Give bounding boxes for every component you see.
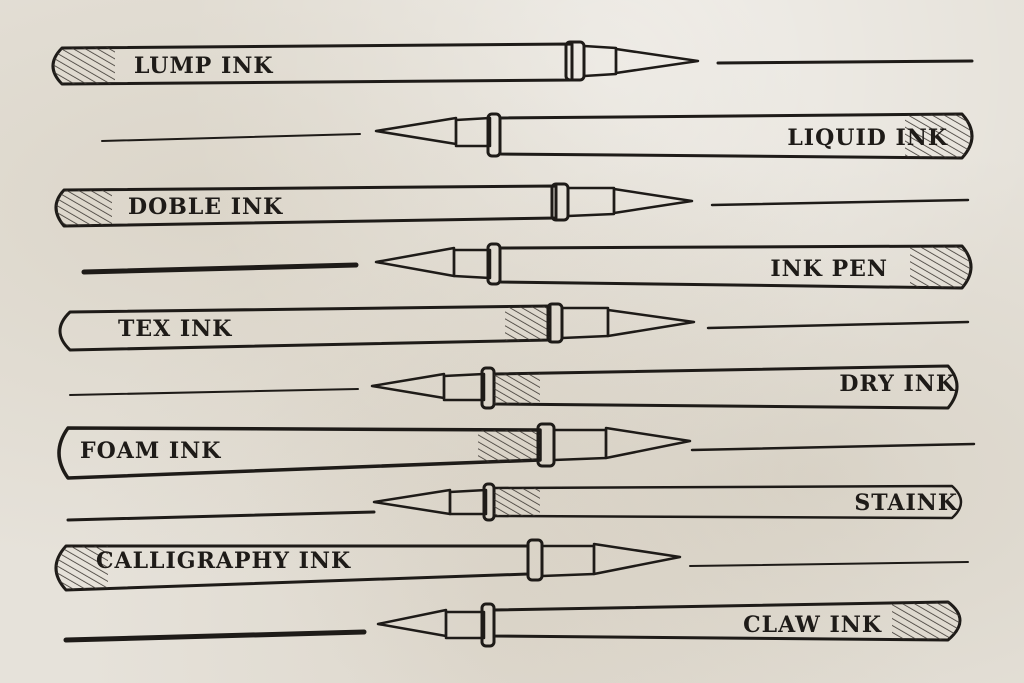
ink-stroke-icon: [81, 262, 359, 275]
pen-grip: [448, 488, 488, 516]
pen-ferrule: [482, 482, 496, 522]
barrel-hatching: [910, 246, 971, 288]
pen-calligraphy-ink: [54, 538, 969, 592]
quill-pen-icon: [374, 116, 458, 146]
pen-grip: [444, 610, 486, 640]
pen-grip: [454, 116, 492, 148]
pen-barrel: [58, 304, 552, 352]
barrel-hatching: [494, 488, 540, 516]
ink-stroke-icon: [710, 198, 970, 207]
quill-pen-icon: [604, 426, 692, 460]
quill-pen-icon: [376, 608, 448, 638]
pen-grip: [560, 306, 610, 340]
pen-tex-ink: [58, 302, 970, 352]
quill-pen-icon: [372, 488, 452, 516]
pen-grip: [442, 372, 486, 402]
barrel-hatching: [892, 602, 960, 640]
pen-ferrule: [564, 40, 586, 82]
pen-label-claw-ink: CLAW INK: [743, 612, 882, 638]
pen-lump-ink: [51, 40, 974, 86]
barrel-hatching: [905, 114, 972, 158]
pen-foam-ink: [57, 422, 976, 480]
ink-stroke-icon: [63, 629, 367, 643]
pen-label-foam-ink: FOAM INK: [80, 438, 221, 464]
quill-pen-icon: [374, 246, 456, 278]
pen-barrel: [51, 42, 574, 86]
pen-label-lump-ink: LUMP INK: [134, 53, 274, 79]
pen-staink: [66, 482, 963, 522]
barrel-hatching: [505, 306, 550, 341]
quill-pen-icon: [606, 308, 696, 338]
pen-barrel: [492, 484, 963, 520]
pen-grip: [540, 544, 596, 578]
quill-pen-icon: [370, 372, 446, 400]
pen-grip: [452, 248, 492, 280]
pen-label-doble-ink: DOBLE INK: [128, 194, 283, 220]
barrel-hatching: [478, 430, 540, 462]
pen-label-calligraphy-ink: CALLIGRAPHY INK: [96, 548, 351, 574]
pen-barrel: [57, 426, 542, 480]
barrel-hatching: [56, 546, 108, 590]
pen-grip: [552, 428, 608, 462]
quill-pen-icon: [612, 187, 694, 215]
pen-ferrule: [550, 182, 570, 222]
quill-pen-icon: [614, 47, 700, 75]
ink-stroke-icon: [706, 320, 970, 330]
ink-stroke-icon: [66, 510, 376, 522]
pen-dry-ink: [69, 364, 959, 410]
ink-stroke-icon: [69, 388, 359, 396]
barrel-hatching: [56, 190, 112, 226]
barrel-hatching: [53, 47, 115, 84]
barrel-hatching: [494, 373, 540, 404]
pen-doble-ink: [54, 182, 970, 228]
pen-ferrule: [526, 538, 544, 582]
quill-pen-icon: [592, 542, 682, 576]
pen-label-staink: STAINK: [854, 490, 958, 516]
pen-label-dry-ink: DRY INK: [839, 371, 956, 397]
pen-barrel: [492, 364, 959, 410]
pen-label-tex-ink: TEX INK: [118, 316, 232, 342]
pen-label-ink-pen: INK PEN: [770, 256, 888, 282]
pen-claw-ink: [63, 600, 962, 648]
ink-stroke-icon: [101, 133, 361, 142]
ink-stroke-icon: [689, 561, 969, 567]
pen-grip: [582, 44, 618, 78]
pen-labels: LUMP INK LIQUID INK DOBLE INK INK PEN TE…: [80, 53, 958, 638]
pen-barrel: [492, 600, 962, 642]
pen-grip: [566, 186, 616, 218]
pen-label-liquid-ink: LIQUID INK: [787, 125, 948, 151]
pen-liquid-ink: [101, 112, 974, 160]
pen-barrel: [498, 244, 973, 290]
ink-stroke-icon: [690, 442, 976, 452]
ink-stroke-icon: [716, 59, 974, 65]
pen-ink-pen: [81, 242, 973, 290]
